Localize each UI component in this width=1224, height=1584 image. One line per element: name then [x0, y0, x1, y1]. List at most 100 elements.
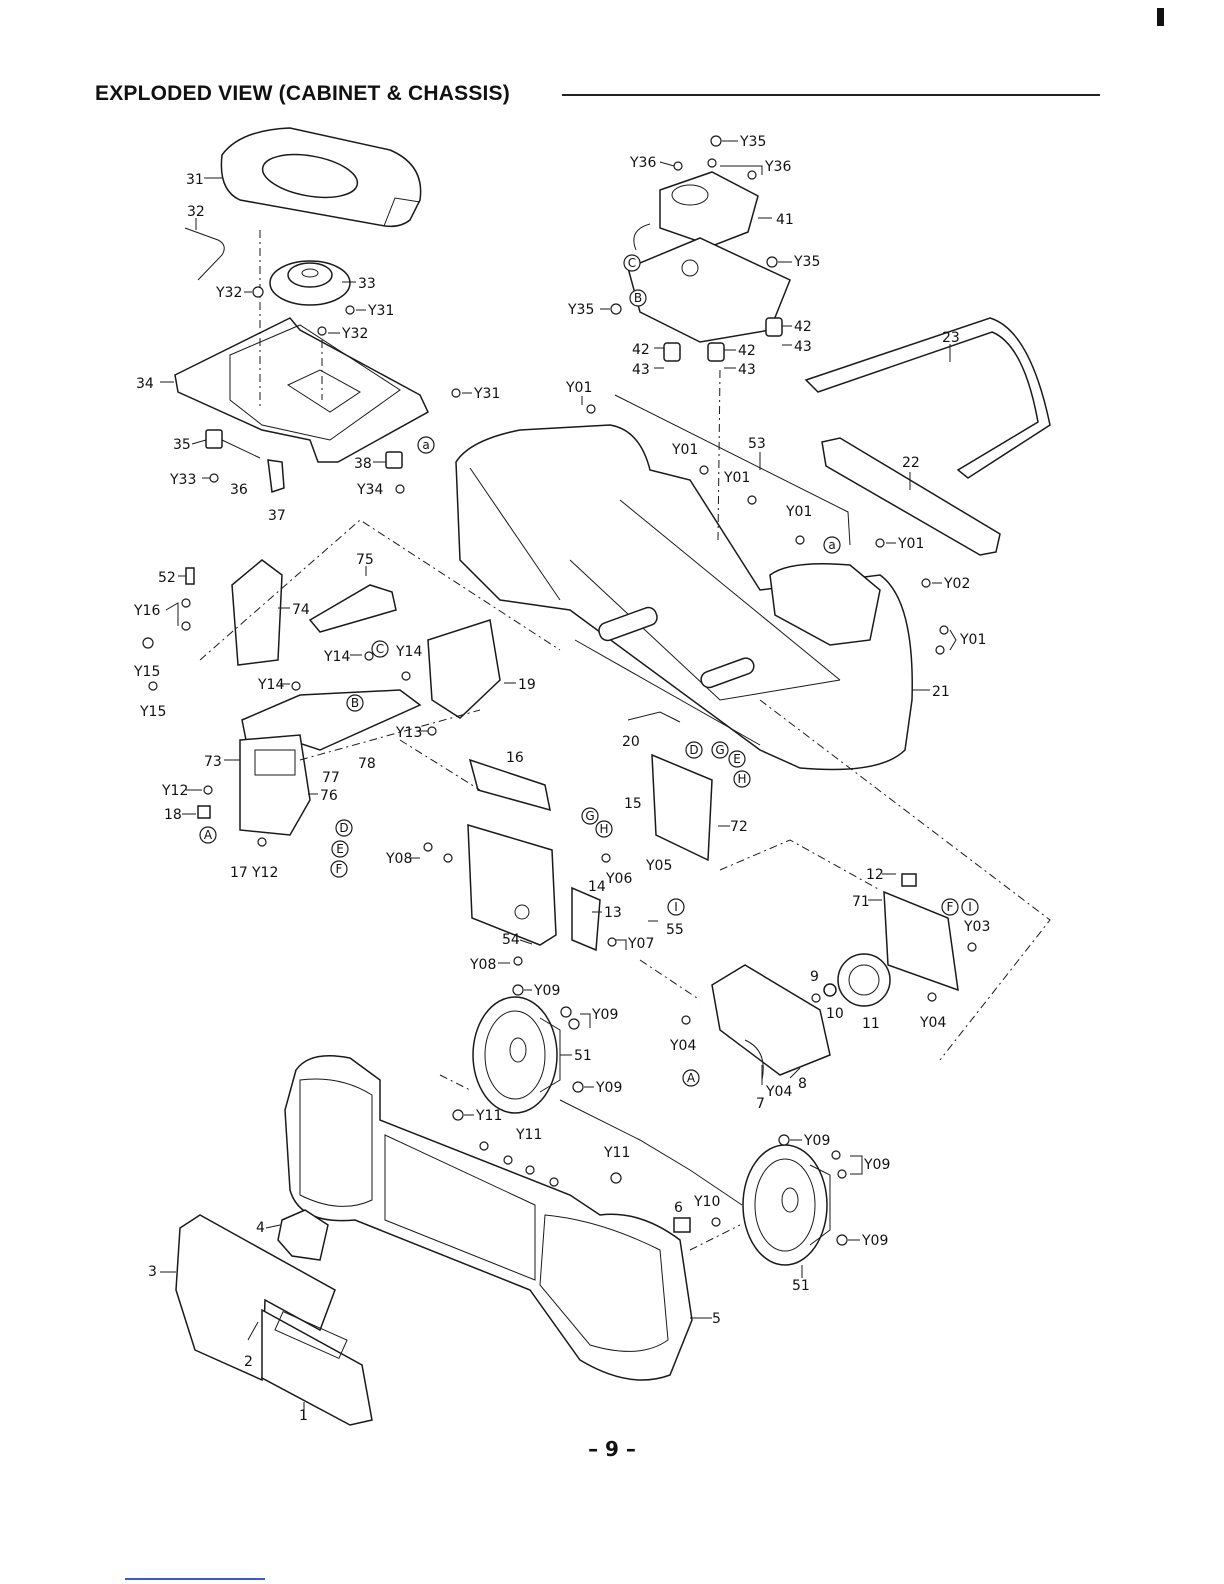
- callout-label: 51: [574, 1048, 592, 1064]
- callout-label: Y32: [215, 285, 242, 301]
- callout-label: 22: [902, 455, 920, 471]
- marker-letter: H: [599, 822, 608, 836]
- callout-label: 54: [502, 932, 520, 948]
- left-speaker-part: [472, 996, 561, 1114]
- callout-label: 55: [666, 922, 684, 938]
- callout-label: Y09: [861, 1233, 888, 1249]
- callout-label: 13: [604, 905, 622, 921]
- marker-letter: B: [351, 696, 359, 710]
- connector-marker-icon: H: [733, 770, 751, 788]
- callout-label: Y15: [139, 704, 166, 720]
- callout-label: 23: [942, 330, 960, 346]
- front-cabinet-part: [284, 1055, 693, 1381]
- callout-label: 77: [322, 770, 340, 786]
- callout-label: 18: [164, 807, 182, 823]
- callout-label: Y03: [963, 919, 990, 935]
- marker-letter: a: [422, 438, 429, 452]
- callout-label: Y14: [323, 649, 350, 665]
- callout-label: Y01: [785, 504, 812, 520]
- marker-letter: A: [687, 1071, 696, 1085]
- connector-marker-icon: C: [371, 640, 389, 658]
- callout-label: Y36: [764, 159, 791, 175]
- callout-label: Y35: [739, 134, 766, 150]
- callout-label: Y34: [356, 482, 383, 498]
- callout-label: Y36: [629, 155, 656, 171]
- connector-marker-icon: D: [335, 819, 353, 837]
- callout-label: 52: [158, 570, 176, 586]
- callout-label: 5: [712, 1311, 721, 1327]
- disc-holder-part: [269, 260, 351, 306]
- callout-label: 71: [852, 894, 870, 910]
- callout-label: 42: [738, 343, 756, 359]
- connector-marker-icon: H: [595, 820, 613, 838]
- callout-label: Y15: [133, 664, 160, 680]
- connector-marker-icon: a: [417, 436, 435, 454]
- registration-mark: [1157, 8, 1164, 26]
- connector-marker-icon: G: [581, 807, 599, 825]
- callout-label: Y01: [897, 536, 924, 552]
- callout-label: 2: [244, 1354, 253, 1370]
- handle-bracket-part: [821, 437, 1001, 556]
- alignment-line: [399, 739, 481, 791]
- callout-label: 8: [798, 1076, 807, 1092]
- connector-marker-icon: E: [331, 840, 349, 858]
- callout-label: 6: [674, 1200, 683, 1216]
- right-speaker-part: [742, 1144, 831, 1266]
- marker-letter: G: [585, 809, 594, 823]
- lid-spring-part: [184, 227, 225, 281]
- marker-letter: D: [339, 821, 348, 835]
- tuner-boards: [185, 559, 501, 836]
- callout-label: 36: [230, 482, 248, 498]
- callout-label: 38: [354, 456, 372, 472]
- callout-label: 75: [356, 552, 374, 568]
- marker-letter: C: [628, 256, 636, 270]
- rear-cabinet-part: [455, 424, 913, 771]
- callout-label: Y12: [251, 865, 278, 881]
- alignment-line: [639, 959, 701, 1001]
- callout-label: Y01: [565, 380, 592, 396]
- callout-label: 7: [756, 1096, 765, 1112]
- callout-label: Y01: [723, 470, 750, 486]
- hinge-parts: [205, 429, 403, 494]
- connector-marker-icon: a: [823, 536, 841, 554]
- callout-label: Y13: [395, 725, 422, 741]
- callout-label: 10: [826, 1006, 844, 1022]
- carry-handle-part: [804, 317, 1051, 479]
- connector-marker-icon: I: [667, 898, 685, 916]
- callout-label: 20: [622, 734, 640, 750]
- callout-label: 11: [862, 1016, 880, 1032]
- bottom-rule: [125, 1578, 265, 1580]
- callout-label: Y07: [627, 936, 654, 952]
- callout-label: Y04: [669, 1038, 696, 1054]
- callout-label: 16: [506, 750, 524, 766]
- screw-icons: [142, 135, 977, 1246]
- callout-label: 43: [632, 362, 650, 378]
- connector-marker-icon: A: [682, 1069, 700, 1087]
- connector-marker-icon: E: [728, 750, 746, 768]
- callout-label: 42: [632, 342, 650, 358]
- marker-letter: E: [336, 842, 344, 856]
- callout-label: Y11: [603, 1145, 630, 1161]
- marker-letter: C: [376, 642, 384, 656]
- alignment-line: [689, 1224, 741, 1251]
- control-boards: [467, 753, 959, 992]
- title-rule: [562, 94, 1100, 96]
- callout-label: 15: [624, 796, 642, 812]
- callout-label: Y09: [863, 1157, 890, 1173]
- callout-label: Y05: [645, 858, 672, 874]
- cd-lid-part: [220, 127, 422, 228]
- callout-label: 12: [866, 867, 884, 883]
- alignment-line: [717, 369, 721, 541]
- callout-label: Y04: [919, 1015, 946, 1031]
- callout-label: Y06: [605, 871, 632, 887]
- connector-marker-icon: C: [623, 254, 641, 272]
- callout-label: Y08: [469, 957, 496, 973]
- leader-lines: [160, 140, 957, 1420]
- callout-label: Y16: [133, 603, 160, 619]
- callout-label: Y31: [473, 386, 500, 402]
- callout-label: 4: [256, 1220, 265, 1236]
- callout-label: 34: [136, 376, 154, 392]
- connection-markers: A A B B B C C D D E E F F G G H H I I a …: [199, 254, 979, 1087]
- connector-marker-icon: B: [346, 694, 364, 712]
